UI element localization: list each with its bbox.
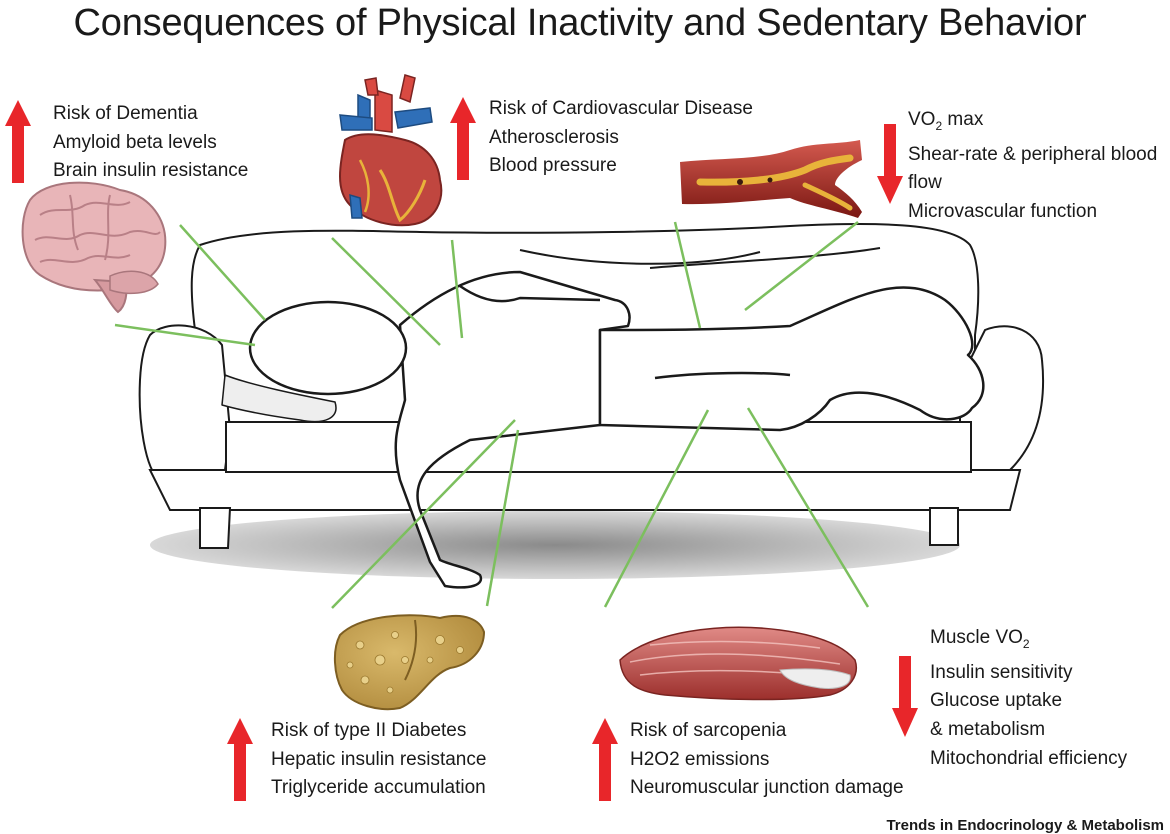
vascular-effects: VO2 max Shear-rate & peripheral blood fl… [908,106,1157,227]
muscle-icon [619,626,857,701]
person-head [248,300,408,396]
brain-effects: Risk of Dementia Amyloid beta levels Bra… [53,100,248,186]
down-arrow-icon [877,124,903,204]
brain-icon [21,181,167,314]
effect-line: Glucose uptake [930,690,1063,712]
up-arrow-icon [227,718,253,801]
effect-line: Triglyceride accumulation [271,777,486,799]
effect-line: Muscle VO2 [930,624,1127,659]
blood-vessel-icon [680,140,862,218]
effect-line: Amyloid beta levels [53,131,217,153]
effect-line: Shear-rate & peripheral blood [908,143,1158,165]
subscript: 2 [1022,636,1030,651]
muscle-vo2-label: Muscle VO [930,627,1023,648]
up-arrow-icon [592,718,618,801]
effect-line: Microvascular function [908,200,1098,222]
liver-icon [334,614,486,711]
effect-line: Risk of sarcopenia [630,720,787,741]
heart-icon [339,74,443,227]
connector-lines [114,221,870,609]
vo2-label: VO [908,109,936,130]
effect-line: Insulin sensitivity [930,661,1073,683]
effect-line: Blood pressure [489,155,617,177]
diagram-title: Consequences of Physical Inactivity and … [73,2,1087,44]
effect-line: H2O2 emissions [630,748,770,770]
sofa-shadow [150,511,960,579]
effect-line: Risk of type II Diabetes [271,720,467,741]
effect-line: Risk of Cardiovascular Disease [489,98,753,119]
muscle-function-effects: Muscle VO2 Insulin sensitivity Glucose u… [930,624,1127,773]
vo2-suffix: max [942,109,984,130]
effect-line: Hepatic insulin resistance [271,748,487,770]
effect-line: Atherosclerosis [489,126,619,148]
muscle-risk-effects: Risk of sarcopenia H2O2 emissions Neurom… [630,717,904,803]
effect-line: VO2 max [908,106,1157,141]
effect-line: flow [908,172,942,194]
down-arrow-icon [892,656,918,737]
reclining-person [221,270,985,589]
subscript: 2 [935,118,943,133]
effect-line: Risk of Dementia [53,103,198,124]
effect-line: Mitochondrial efficiency [930,747,1128,769]
up-arrow-icon [5,100,31,183]
up-arrow-icon [450,97,476,180]
effect-line: & metabolism [930,718,1046,740]
journal-credit: Trends in Endocrinology & Metabolism [886,817,1164,834]
heart-effects: Risk of Cardiovascular Disease Atheroscl… [489,95,753,181]
effect-line: Brain insulin resistance [53,160,249,182]
arrows [5,97,918,801]
effect-line: Neuromuscular junction damage [630,777,904,799]
liver-effects: Risk of type II Diabetes Hepatic insulin… [271,717,486,803]
